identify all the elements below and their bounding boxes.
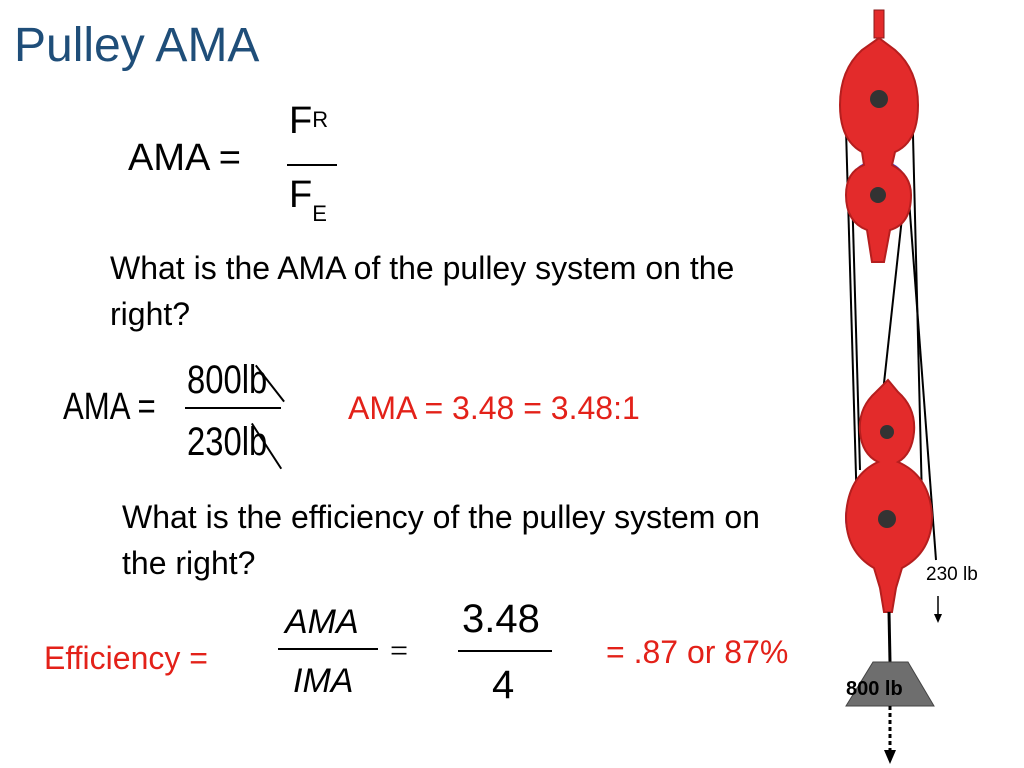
efficiency-den-val: 4: [492, 663, 515, 707]
efficiency-result: = .87 or 87%: [606, 634, 789, 670]
formula-fraction-bar: [287, 164, 337, 166]
rope-effort: [908, 199, 937, 561]
formula-den-sub: E: [312, 201, 327, 226]
formula-den-letter: F: [289, 174, 313, 216]
top-hook: [873, 9, 885, 39]
rope-3: [851, 189, 861, 471]
rope-4: [879, 189, 906, 421]
efficiency-fraction-bar-1: [278, 648, 378, 650]
efficiency-fraction-bar-2: [458, 650, 552, 652]
question-efficiency: What is the efficiency of the pulley sys…: [122, 499, 760, 581]
efficiency-num-val: 3.48: [462, 597, 540, 641]
formula-num-sub: R: [312, 107, 329, 132]
effort-label: 230 lb: [926, 564, 978, 585]
efficiency-equals: =: [390, 632, 409, 668]
load-rope: [887, 611, 892, 663]
formula-numerator: FR: [289, 100, 328, 143]
ama-formula-lhs: AMA =: [128, 137, 241, 179]
rope-1: [844, 94, 858, 511]
question-ama: What is the AMA of the pulley system on …: [110, 250, 735, 332]
lower-pulley-block: [844, 378, 934, 613]
load-label: 800 lb: [846, 678, 903, 700]
formula-denominator: FE: [289, 174, 327, 226]
efficiency-lhs: Efficiency =: [44, 640, 208, 676]
upper-pulley-block: [838, 36, 920, 263]
ama-result: AMA = 3.48 = 3.48:1: [348, 390, 640, 426]
efficiency-den-sym: IMA: [293, 662, 354, 700]
slide-title: Pulley AMA: [14, 19, 260, 72]
calc1-numerator: 800lb: [187, 358, 268, 402]
load-arrow-head: [884, 750, 896, 764]
load-weight: [845, 661, 935, 707]
efficiency-num-sym: AMA: [285, 603, 359, 641]
calc1-lhs: AMA =: [63, 386, 156, 428]
formula-num-letter: F: [289, 100, 313, 142]
effort-arrow-head: [934, 614, 942, 623]
calc1-fraction-bar: [185, 407, 281, 409]
